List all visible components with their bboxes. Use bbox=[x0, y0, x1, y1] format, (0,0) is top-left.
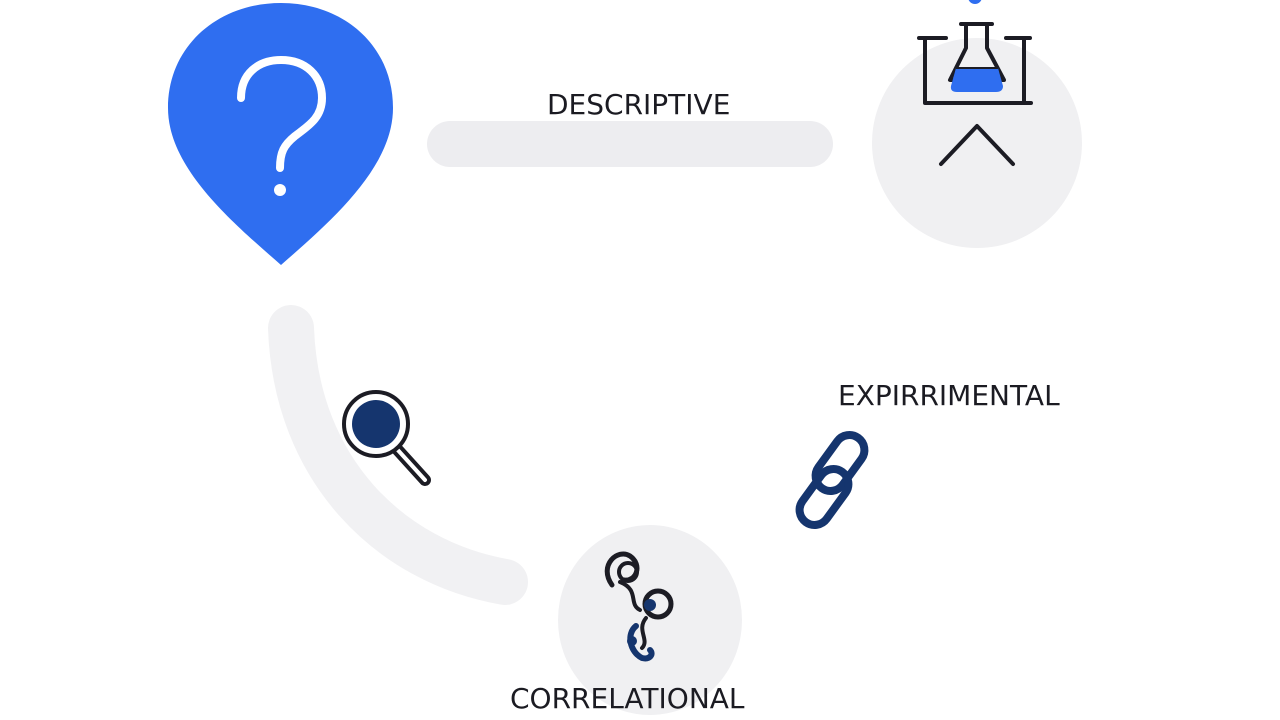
correlational-label: CORRELATIONAL bbox=[510, 682, 745, 715]
correlational-node-circle bbox=[558, 525, 742, 715]
top-connector-track bbox=[427, 121, 833, 167]
flask-on-stand-icon bbox=[917, 0, 1033, 166]
question-mark-pin-icon bbox=[168, 3, 393, 265]
left-curved-connector-track bbox=[268, 305, 528, 605]
descriptive-label: DESCRIPTIVE bbox=[547, 88, 731, 121]
experimental-label: EXPIRRIMENTAL bbox=[838, 379, 1060, 412]
magnifying-glass-icon bbox=[342, 390, 431, 486]
chain-link-icon bbox=[795, 431, 869, 529]
linked-loops-icon bbox=[604, 551, 674, 662]
